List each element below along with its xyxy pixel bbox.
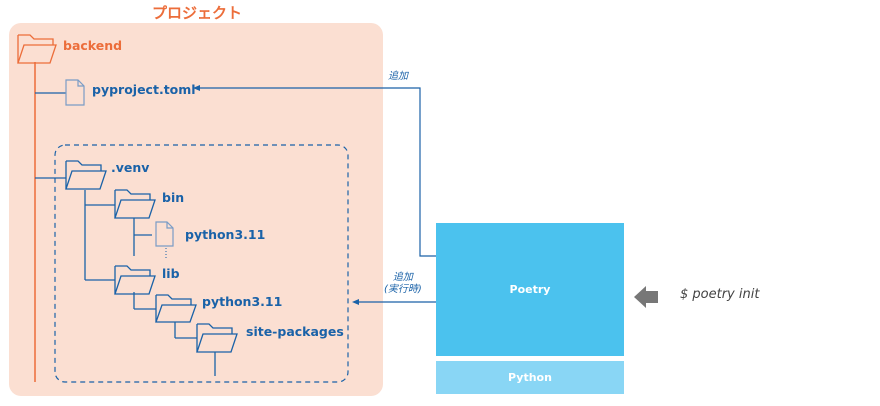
command-arrow-icon: [634, 286, 658, 308]
project-title: プロジェクト: [151, 4, 242, 22]
folder-label-site-packages: site-packages: [246, 324, 344, 339]
folder-label-lib: lib: [162, 266, 180, 281]
folder-icon-bin: [114, 189, 156, 219]
folder-icon-venv: [65, 160, 107, 190]
note-add-runtime-line1: 追加: [392, 272, 413, 283]
venv-boundary: [54, 144, 349, 383]
command-text: $ poetry init: [680, 287, 760, 302]
note-add-runtime: 追加 (実行時): [384, 272, 422, 296]
note-add: 追加: [388, 71, 408, 82]
project-area: [9, 23, 383, 396]
poetry-label: Poetry: [509, 283, 551, 296]
poetry-box: Poetry: [436, 223, 624, 356]
folder-label-backend: backend: [63, 38, 123, 53]
folder-icon-python311: [155, 294, 197, 323]
folder-label-python311: python3.11: [202, 294, 283, 309]
folder-label-bin: bin: [162, 190, 185, 205]
file-label-python311: python3.11: [185, 227, 266, 242]
folder-icon-backend: [17, 34, 57, 64]
folder-icon-lib: [114, 265, 156, 295]
file-icon-python311: [155, 221, 174, 247]
arrow-add-pyproject: [198, 87, 436, 257]
file-icon-pyproject: [65, 79, 85, 106]
folder-label-venv: .venv: [111, 160, 150, 175]
python-box: Python: [436, 361, 624, 394]
folder-icon-site-packages: [196, 323, 238, 353]
note-add-runtime-line2: (実行時): [384, 284, 422, 295]
python-label: Python: [508, 371, 552, 384]
file-label-pyproject: pyproject.toml: [92, 82, 196, 97]
